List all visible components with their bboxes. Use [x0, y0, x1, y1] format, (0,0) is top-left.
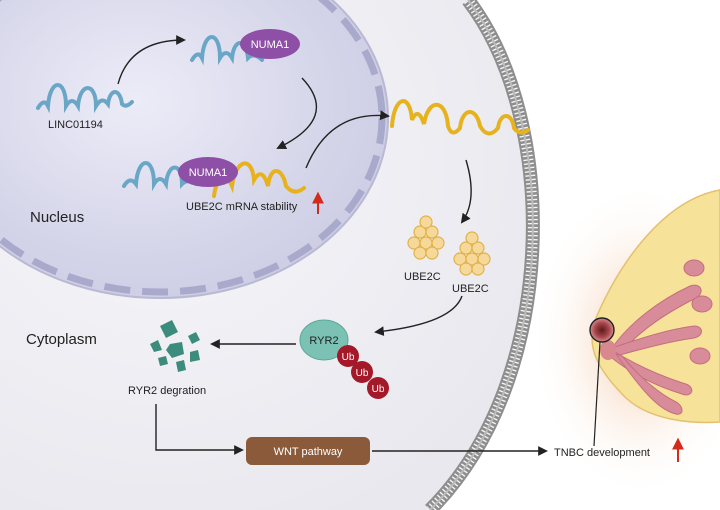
arrow-translation [460, 159, 472, 224]
wnt-pathway-label: WNT pathway [274, 446, 343, 458]
ubiquitin-2 [351, 361, 373, 383]
tumor-icon [589, 317, 615, 343]
ube2c-mrna-cytoplasm [390, 99, 530, 136]
tnbc-label: TNBC development [554, 447, 650, 459]
nucleus-label: Nucleus [30, 209, 84, 226]
ryr2-label: RYR2 [309, 335, 338, 347]
arrow-linc-to-numa1 [117, 35, 186, 85]
numa1-protein-bottom [178, 157, 238, 187]
arrow-to-complex [276, 77, 318, 149]
ryr2-fragments [150, 320, 200, 372]
breast-tissue-icon [530, 180, 720, 500]
cytoplasm-label: Cytoplasm [26, 331, 97, 348]
ube2c-label-right: UBE2C [452, 283, 489, 295]
ub-label-1: Ub [342, 352, 355, 363]
ube2c-label-left: UBE2C [404, 271, 441, 283]
ub-label-3: Ub [372, 384, 385, 395]
ubiquitin-3 [367, 377, 389, 399]
ubiquitin-1 [337, 345, 359, 367]
linc01194-rna-bound [190, 35, 264, 66]
linc01194-rna-complex [122, 161, 198, 192]
arrow-ube2c-to-ryr2 [374, 295, 463, 337]
protein-cluster-icon [453, 231, 491, 276]
mrna-stability-label: UBE2C mRNA stability [186, 201, 298, 213]
protein-cluster-icon [407, 215, 445, 260]
tumor-pointer-line [593, 341, 601, 447]
wnt-pathway-box [246, 437, 370, 465]
arrow-to-wnt [155, 404, 244, 455]
ryr2-protein [299, 319, 349, 361]
ryr2-degradation-label: RYR2 degration [128, 385, 206, 397]
numa1-protein-top [240, 29, 300, 59]
numa1-label-top: NUMA1 [251, 39, 290, 51]
arrow-mrna-export [305, 110, 390, 169]
linc01194-rna [36, 83, 134, 114]
numa1-label-bottom: NUMA1 [189, 167, 228, 179]
linc01194-label: LINC01194 [48, 119, 103, 131]
ube2c-mrna-complex [212, 161, 306, 198]
ub-label-2: Ub [356, 368, 369, 379]
